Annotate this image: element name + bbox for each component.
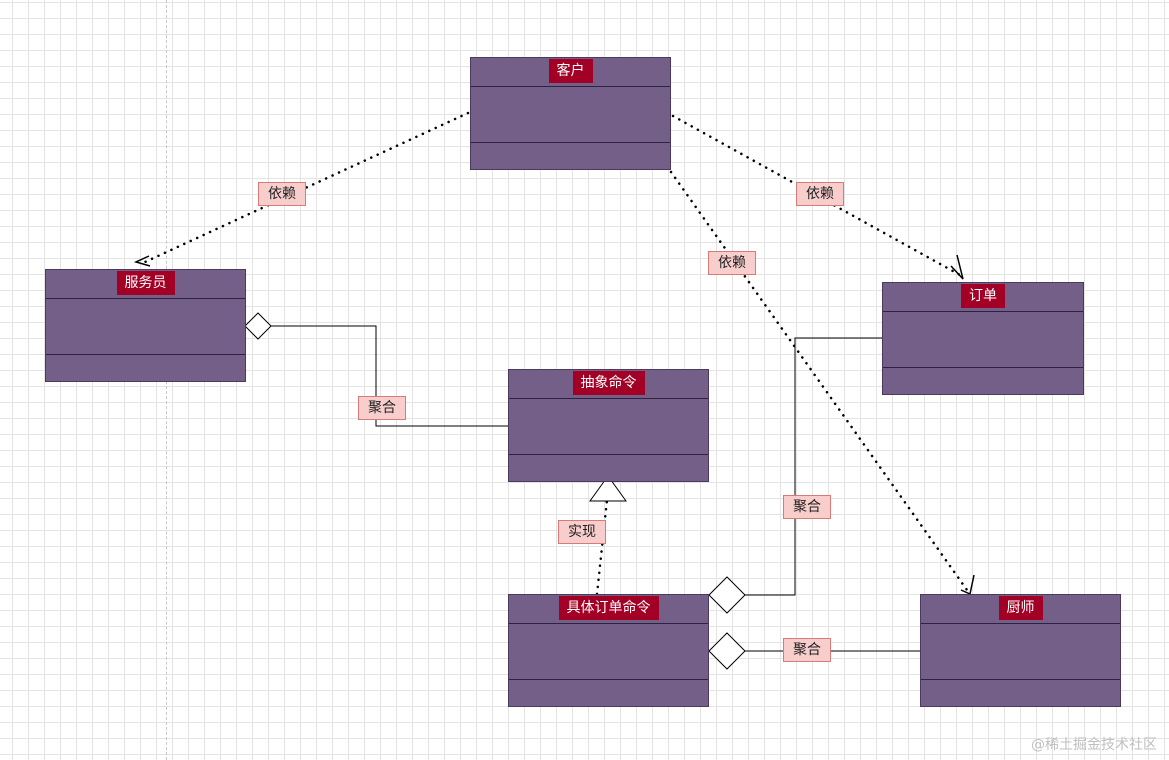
label-aggregation-chef[interactable]: 聚合: [783, 638, 831, 662]
class-waiter-title: 服务员: [116, 271, 175, 295]
aggregation-line-waiter[interactable]: [271, 325, 508, 427]
class-order-title: 订单: [961, 284, 1005, 308]
class-divider: [509, 623, 708, 624]
class-customer[interactable]: 客户: [470, 57, 671, 170]
class-divider: [921, 679, 1120, 680]
class-divider: [921, 623, 1120, 624]
open-arrow-order: [950, 254, 964, 280]
realization-triangle: [589, 475, 627, 502]
class-divider: [509, 398, 708, 399]
class-divider: [883, 367, 1083, 368]
dependency-line-chef[interactable]: [669, 170, 969, 592]
class-waiter[interactable]: 服务员: [45, 269, 246, 382]
class-divider: [46, 354, 245, 355]
class-divider: [471, 86, 670, 87]
label-realization[interactable]: 实现: [558, 520, 606, 544]
class-divider: [509, 454, 708, 455]
class-order[interactable]: 订单: [882, 282, 1084, 395]
aggregation-diamond-chef: [708, 632, 746, 670]
class-abstract-command-title: 抽象命令: [572, 371, 645, 395]
class-concrete-order-command[interactable]: 具体订单命令: [508, 594, 709, 707]
class-divider: [471, 142, 670, 143]
class-divider: [46, 298, 245, 299]
class-customer-title: 客户: [548, 59, 593, 83]
class-abstract-command[interactable]: 抽象命令: [508, 369, 709, 482]
label-depend-order[interactable]: 依赖: [796, 182, 844, 206]
label-aggregation-order[interactable]: 聚合: [783, 495, 831, 519]
class-divider: [509, 679, 708, 680]
class-chef-title: 厨师: [998, 596, 1043, 620]
class-concrete-order-command-title: 具体订单命令: [558, 596, 659, 620]
aggregation-line-order[interactable]: [745, 337, 882, 596]
label-depend-chef[interactable]: 依赖: [708, 251, 756, 275]
class-chef[interactable]: 厨师: [920, 594, 1121, 707]
aggregation-diamond-order: [708, 576, 746, 614]
label-aggregation-waiter[interactable]: 聚合: [358, 396, 406, 420]
aggregation-diamond-waiter: [244, 312, 272, 340]
realization-line[interactable]: [595, 498, 609, 596]
watermark: @稀土掘金技术社区: [1031, 737, 1157, 753]
label-depend-waiter[interactable]: 依赖: [258, 182, 306, 206]
open-arrow-waiter: [133, 255, 151, 267]
dependency-line-waiter[interactable]: [143, 111, 470, 264]
class-divider: [883, 311, 1083, 312]
